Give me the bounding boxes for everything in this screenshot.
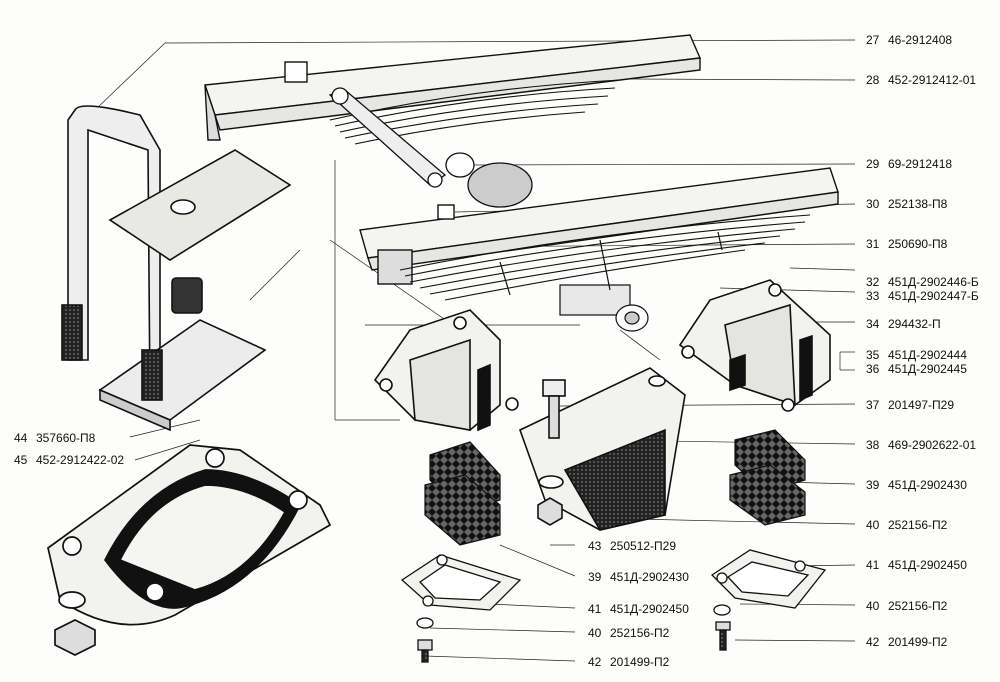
- part-number: 201497-П29: [888, 398, 955, 412]
- part-number: 451Д-2902450: [610, 602, 689, 616]
- callout-32: 32 451Д-2902446-Б: [866, 275, 979, 289]
- callout-30: 30 252138-П8: [866, 197, 947, 211]
- callout-number: 31: [866, 237, 880, 251]
- callout-42-left: 42 201499-П2: [588, 655, 669, 669]
- upper-frame-rail: [204, 34, 702, 141]
- part-number: 252156-П2: [888, 518, 948, 532]
- callout-41-right: 41 451Д-2902450: [866, 558, 967, 572]
- part-number: 46-2912408: [888, 33, 953, 47]
- callout-45: 45 452-2912422-02: [14, 453, 124, 467]
- rubber-pads: [424, 429, 806, 546]
- callout-41-left: 41 451Д-2902450: [588, 602, 689, 616]
- part-number: 250690-П8: [888, 237, 948, 251]
- callout-number: 32: [866, 275, 880, 289]
- lower-plates-fasteners: [400, 549, 827, 663]
- part-number: 252138-П8: [888, 197, 948, 211]
- callout-44: 44 357660-П8: [14, 431, 95, 445]
- part-number: 250512-П29: [610, 539, 677, 553]
- callout-number: 41: [588, 602, 602, 616]
- part-number: 69-2912418: [888, 157, 953, 171]
- upper-shock-absorber: [328, 87, 533, 208]
- callout-number: 29: [866, 157, 880, 171]
- part-number: 294432-П: [888, 317, 941, 331]
- callout-31: 31 250690-П8: [866, 237, 947, 251]
- part-number: 451Д-2902430: [888, 478, 967, 492]
- callout-27: 27 46-2912408: [866, 33, 952, 47]
- callout-34: 34 294432-П: [866, 317, 941, 331]
- part-number: 252156-П2: [888, 599, 948, 613]
- callout-number: 30: [866, 197, 880, 211]
- part-number: 357660-П8: [36, 431, 96, 445]
- part-number: 451Д-2902430: [610, 570, 689, 584]
- callout-number: 45: [14, 453, 28, 467]
- callout-number: 33: [866, 289, 880, 303]
- callout-number: 42: [866, 635, 880, 649]
- callout-number: 40: [866, 518, 880, 532]
- callout-28: 28 452-2912412-01: [866, 73, 976, 87]
- callout-number: 41: [866, 558, 880, 572]
- lower-frame-rail: [359, 167, 839, 285]
- callout-36: 36 451Д-2902445: [866, 362, 967, 376]
- callout-number: 44: [14, 431, 28, 445]
- part-number: 451Д-2902450: [888, 558, 967, 572]
- callout-number: 40: [588, 626, 602, 640]
- part-number: 451Д-2902446-Б: [888, 275, 979, 289]
- callout-number: 36: [866, 362, 880, 376]
- callout-number: 35: [866, 348, 880, 362]
- callout-40-left: 40 252156-П2: [588, 626, 669, 640]
- callout-35: 35 451Д-2902444: [866, 348, 967, 362]
- callout-43: 43 250512-П29: [588, 539, 676, 553]
- bracket-left: [373, 309, 519, 432]
- callout-40-upper-right: 40 252156-П2: [866, 518, 947, 532]
- callout-38: 38 469-2902622-01: [866, 438, 976, 452]
- callout-number: 27: [866, 33, 880, 47]
- callout-42-right: 42 201499-П2: [866, 635, 947, 649]
- callout-number: 38: [866, 438, 880, 452]
- callout-number: 28: [866, 73, 880, 87]
- callout-number: 37: [866, 398, 880, 412]
- callout-33: 33 451Д-2902447-Б: [866, 289, 979, 303]
- part-number: 451Д-2902447-Б: [888, 289, 979, 303]
- callout-number: 42: [588, 655, 602, 669]
- part-number: 452-2912422-02: [36, 453, 125, 467]
- part-number: 452-2912412-01: [888, 73, 977, 87]
- part-number: 451Д-2902445: [888, 362, 967, 376]
- callout-39-left: 39 451Д-2902430: [588, 570, 689, 584]
- spring-seat-casting: [47, 444, 332, 656]
- u-bolt-and-plate: [61, 105, 292, 432]
- bracket-right: [678, 279, 831, 412]
- part-number: 469-2902622-01: [888, 438, 977, 452]
- callout-number: 43: [588, 539, 602, 553]
- callout-number: 39: [588, 570, 602, 584]
- part-number: 252156-П2: [610, 626, 670, 640]
- part-number: 201499-П2: [610, 655, 670, 669]
- callout-number: 39: [866, 478, 880, 492]
- callout-number: 34: [866, 317, 880, 331]
- callout-37: 37 201497-П29: [866, 398, 954, 412]
- callout-40-lower-right: 40 252156-П2: [866, 599, 947, 613]
- callout-29: 29 69-2912418: [866, 157, 952, 171]
- callout-39-right: 39 451Д-2902430: [866, 478, 967, 492]
- lower-axle-clamp: [499, 231, 723, 332]
- part-number: 201499-П2: [888, 635, 948, 649]
- part-number: 451Д-2902444: [888, 348, 967, 362]
- bracket-center: [519, 367, 686, 531]
- callout-number: 40: [866, 599, 880, 613]
